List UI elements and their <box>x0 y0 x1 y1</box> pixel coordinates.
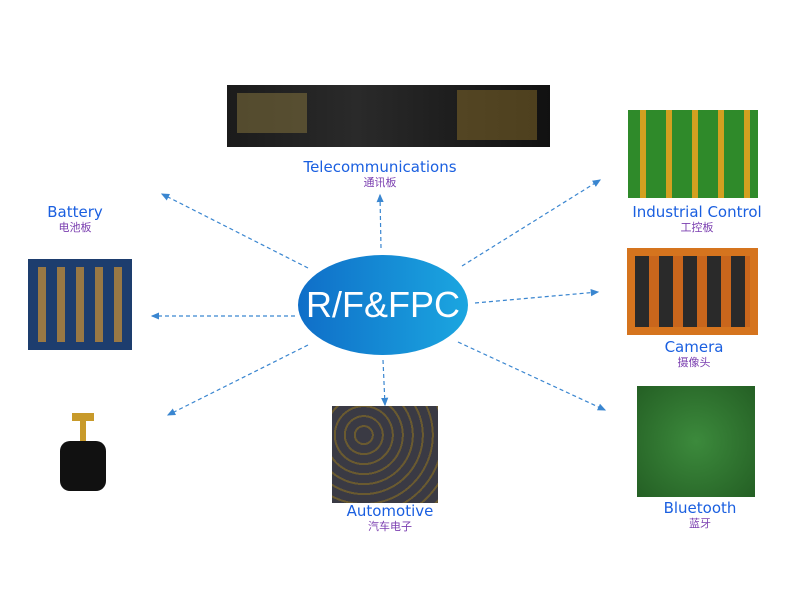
node-battery: Battery 电池板 <box>47 204 103 235</box>
label-zh: 摄像头 <box>677 356 711 369</box>
arrow-bluetooth <box>457 341 607 411</box>
label-en: Bluetooth <box>663 499 737 517</box>
node-automotive: Automotive 汽车电子 <box>347 503 434 534</box>
label-zh: 汽车电子 <box>368 520 412 533</box>
arrow-telecommunications <box>376 193 384 249</box>
wireless-coil-image <box>60 413 106 491</box>
battery-pcb-image <box>28 259 132 350</box>
label-zh: 工控板 <box>680 221 714 234</box>
arrow-battery <box>160 193 309 269</box>
label-en: Battery <box>47 203 103 221</box>
center-ellipse: R/F&FPC <box>298 255 468 355</box>
arrow-coil <box>166 344 309 416</box>
arrow-automotive <box>381 359 389 407</box>
industrial-control-pcb-image <box>628 110 758 198</box>
arrow-industrial-control <box>461 179 602 267</box>
label-en: Automotive <box>346 502 434 520</box>
label-en: Industrial Control <box>632 203 762 221</box>
bluetooth-pcb-image <box>637 386 755 497</box>
label-en: Camera <box>664 338 724 356</box>
label-zh: 电池板 <box>58 221 92 234</box>
label-zh: 蓝牙 <box>688 517 711 530</box>
automotive-pcb-image <box>332 406 438 503</box>
telecommunications-pcb-image <box>227 85 550 147</box>
node-telecommunications: Telecommunications 通讯板 <box>303 159 456 190</box>
node-bluetooth: Bluetooth 蓝牙 <box>664 500 737 531</box>
node-industrial-control: Industrial Control 工控板 <box>632 204 761 235</box>
center-label: R/F&FPC <box>305 284 460 325</box>
arrow-camera <box>474 289 600 304</box>
camera-pcb-image <box>627 248 758 335</box>
node-camera: Camera 摄像头 <box>665 339 724 370</box>
label-zh: 通讯板 <box>363 176 397 189</box>
label-en: Telecommunications <box>303 158 457 176</box>
